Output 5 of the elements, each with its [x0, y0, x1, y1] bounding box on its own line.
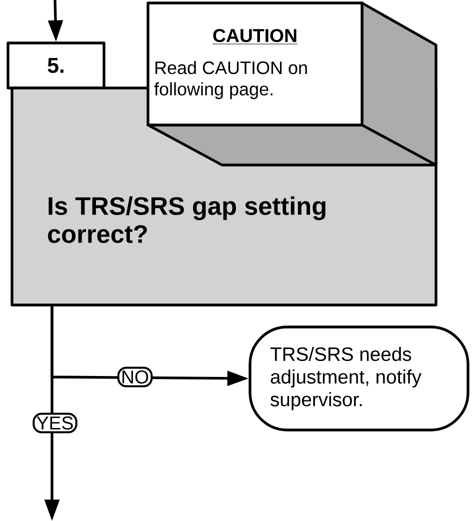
edge-label: NO — [117, 366, 153, 388]
caution-box: CAUTION Read CAUTION on following page. — [146, 2, 364, 126]
edge-label: YES — [32, 412, 78, 434]
outcome-box: TRS/SRS needs adjustment, notify supervisor. — [248, 326, 470, 432]
step-number-box: 5. — [6, 42, 106, 90]
